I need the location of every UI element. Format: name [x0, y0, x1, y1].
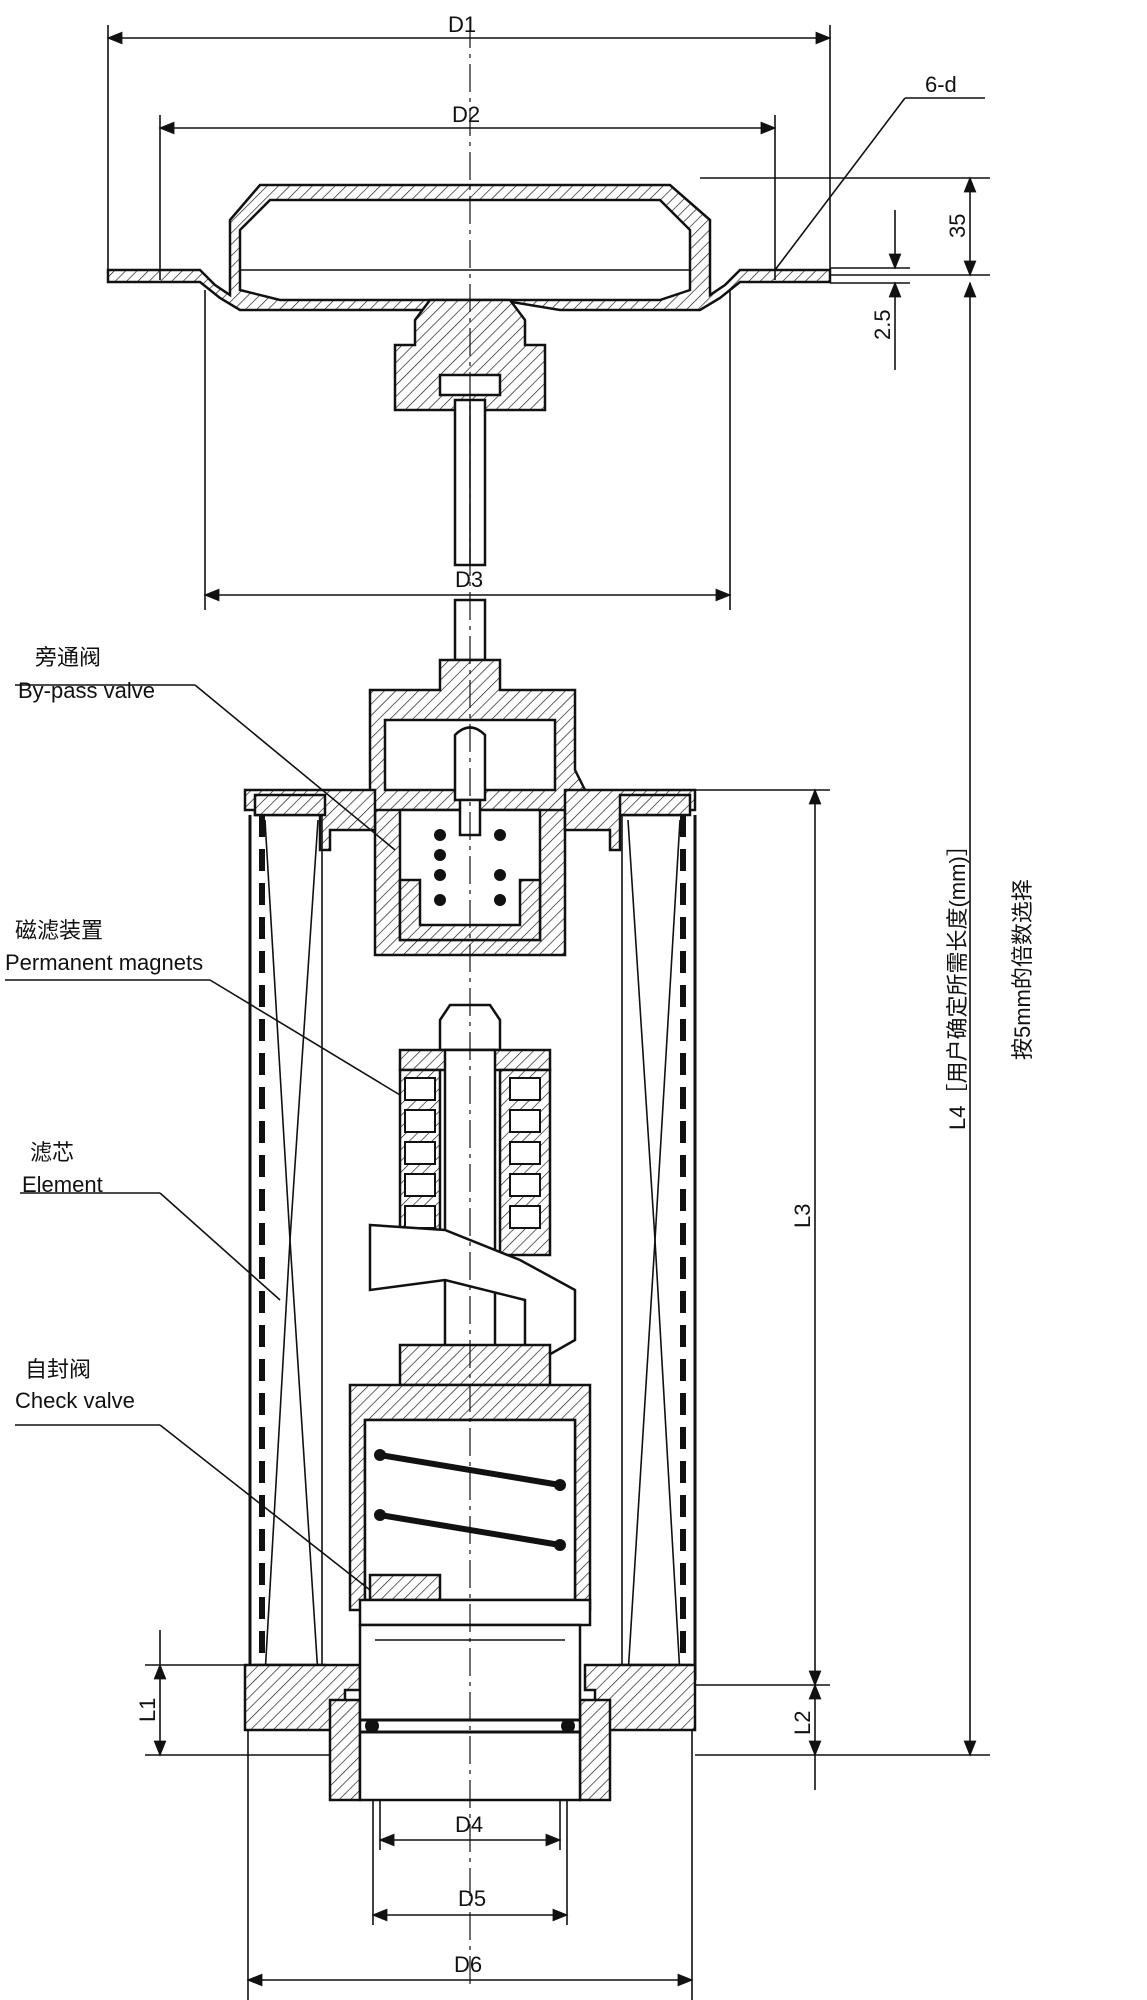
magnet-assembly: [368, 1003, 577, 1392]
dim-d3: D3: [455, 567, 483, 592]
dim-d6: D6: [454, 1952, 482, 1977]
dim-d2: D2: [452, 102, 480, 127]
dim-d4: D4: [455, 1812, 483, 1837]
callout-check-en: Check valve: [15, 1388, 135, 1413]
callout-bypass-cn: 旁通阀: [35, 646, 101, 671]
callouts: 旁通阀 By-pass valve 磁滤装置 Permanent magnets…: [5, 646, 401, 1591]
dim-flange-height: 35: [945, 214, 970, 238]
callout-element-cn: 滤芯: [30, 1141, 74, 1166]
dim-l1: L1: [135, 1698, 160, 1722]
callout-check-cn: 自封阀: [25, 1358, 91, 1383]
dim-l2: L2: [790, 1711, 815, 1735]
dim-d1: D1: [448, 12, 476, 37]
dimension-labels: D1 D2 D3 D4 D5 D6 6-d 35 2.5 L1 L2 L3 L4…: [135, 12, 1035, 1977]
dim-flange-thickness: 2.5: [870, 309, 895, 340]
callout-magnets-cn: 磁滤装置: [15, 919, 103, 944]
dim-d5: D5: [458, 1886, 486, 1911]
callout-element-en: Element: [22, 1172, 103, 1197]
bypass-valve: [358, 658, 587, 957]
callout-magnets-en: Permanent magnets: [5, 950, 203, 975]
dim-l4-note: 按5mm的倍数选择: [1010, 879, 1035, 1060]
filter-element-right: [618, 793, 697, 1689]
dimension-lines: [106, 25, 990, 2000]
filter-element-left: [248, 793, 327, 1689]
dim-l3: L3: [790, 1204, 815, 1228]
callout-bypass-en: By-pass valve: [18, 678, 155, 703]
dim-l4-label: L4［用户确定所需长度(mm)］: [945, 834, 970, 1130]
top-flange: [106, 183, 832, 312]
dim-hole-spec: 6-d: [925, 72, 957, 97]
